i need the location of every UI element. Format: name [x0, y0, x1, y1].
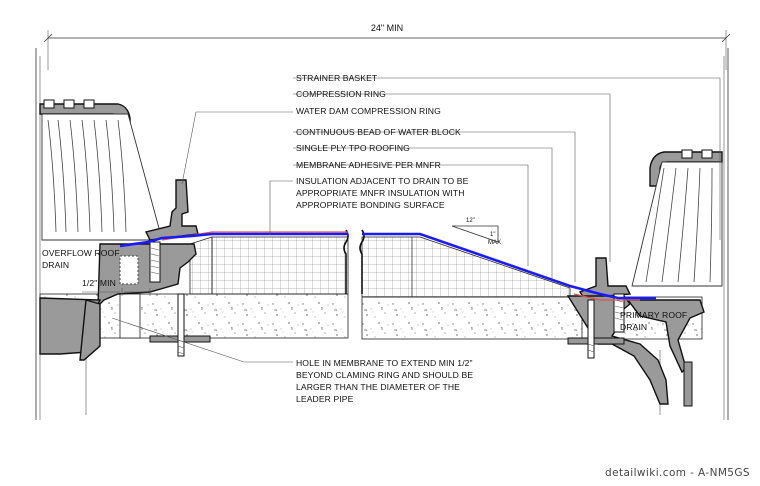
strainer-ribs-left — [47, 119, 127, 233]
membrane — [119, 231, 656, 301]
primary-drain-label-2: DRAIN — [620, 322, 647, 332]
strainer-ribs-right — [645, 167, 713, 283]
insulation-right — [361, 236, 571, 298]
hole-label-1: HOLE IN MEMBRANE TO EXTEND MIN 1/2" — [296, 358, 473, 368]
tpo-roofing-label: SINGLE PLY TPO ROOFING — [296, 143, 410, 153]
callout-labels: STRAINER BASKET COMPRESSION RING WATER D… — [42, 73, 687, 404]
insulation-label-2: APPROPRIATE MNFR INSULATION WITH — [296, 188, 465, 198]
hole-label-3: LARGER THAN THE DIAMETER OF THE — [296, 382, 460, 392]
insulation-label-1: INSULATION ADJACENT TO DRAIN TO BE — [296, 176, 469, 186]
insulation-left — [189, 236, 349, 295]
slope-rise: 1" — [490, 232, 495, 238]
slope-run: 12" — [466, 218, 475, 224]
primary-drain — [566, 149, 723, 407]
overall-dimension-label: 24" MIN — [371, 23, 403, 33]
hole-label-4: LEADER PIPE — [296, 394, 354, 404]
primary-drain-label-1: PRIMARY ROOF — [620, 310, 687, 320]
clearance-dimension-label: 1/2" MIN — [82, 278, 116, 288]
water-dam-ring-label: WATER DAM COMPRESSION RING — [296, 106, 441, 116]
leader-lines — [82, 77, 721, 363]
compression-ring-label: COMPRESSION RING — [296, 89, 386, 99]
slope-limit: MAX — [488, 240, 501, 246]
hole-label-2: BEYOND CLAMING RING AND SHOULD BE — [296, 370, 473, 380]
strainer-basket-label: STRAINER BASKET — [296, 73, 378, 83]
overflow-drain-label-1: OVERFLOW ROOF — [42, 248, 120, 258]
water-block-label: CONTINUOUS BEAD OF WATER BLOCK — [296, 127, 461, 137]
wall-lines — [35, 48, 729, 420]
membrane-adhesive-label: MEMBRANE ADHESIVE PER MNFR — [296, 160, 441, 170]
overflow-drain-label-2: DRAIN — [42, 260, 69, 270]
footer-credit: detailwiki.com - A-NM5GS — [605, 467, 750, 479]
insulation-label-3: APPROPRIATE BONDING SURFACE — [296, 200, 445, 210]
overflow-drain — [39, 99, 211, 361]
slope-indicator: 12" 1" MAX — [451, 218, 501, 246]
overall-dimension: 24" MIN — [43, 23, 731, 70]
